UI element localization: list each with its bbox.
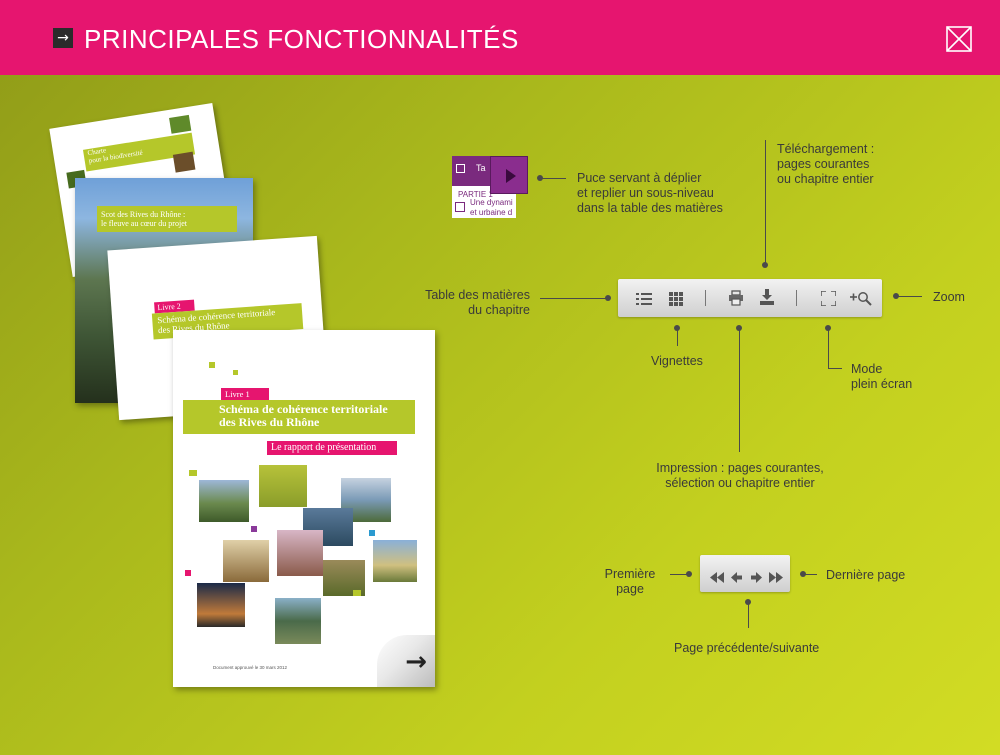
brochure-livre-1: Livre 1 Schéma de cohérence territoriale…: [173, 330, 435, 687]
previous-page-button[interactable]: [731, 568, 742, 583]
sample-line2: et urbaine d: [470, 208, 513, 217]
doc3-tag: Livre 2: [157, 301, 182, 313]
tree-bullet-sample: Ta PARTIE 1 Une dynami et urbaine d: [452, 156, 528, 218]
photo-coast: [373, 540, 417, 582]
first-page-icon: [710, 572, 724, 583]
label-precedente: Page précédente/suivante: [674, 641, 820, 655]
last-page-button[interactable]: [769, 568, 783, 583]
last-page-icon: [769, 572, 783, 583]
fullscreen-icon: [820, 290, 837, 307]
close-button[interactable]: [946, 26, 972, 52]
photo-town: [199, 480, 249, 522]
doc4-footer: Document approuvé le 30 mars 2012: [213, 665, 288, 670]
print-icon: [729, 290, 743, 306]
page-title: PRINCIPALES FONCTIONNALITÉS: [84, 24, 519, 54]
photo-orchard: [277, 530, 323, 576]
expand-bullet-icon[interactable]: [490, 156, 528, 194]
first-page-button[interactable]: [710, 568, 724, 583]
sample-line1: Une dynami: [470, 198, 513, 207]
next-page-button[interactable]: [751, 568, 762, 583]
photo-night: [197, 583, 245, 627]
close-icon: [946, 26, 972, 52]
zoom-button[interactable]: [850, 291, 872, 306]
page-curl: [377, 635, 435, 687]
photo-aerial: [275, 598, 321, 644]
sample-tab-label: Ta: [476, 163, 486, 173]
next-arrow-icon: →: [405, 647, 427, 677]
photo-people: [223, 540, 269, 582]
toc-list-icon-sample: [456, 164, 465, 173]
zoom-in-icon: [850, 292, 872, 306]
download-icon: [760, 289, 774, 305]
toc-list-icon: [636, 293, 652, 305]
label-zoom: Zoom: [933, 290, 965, 304]
previous-page-icon: [731, 572, 742, 583]
download-button[interactable]: [759, 289, 775, 306]
print-button[interactable]: [728, 290, 744, 306]
sample-partie-label: PARTIE 1: [458, 190, 493, 199]
toolbar-separator: [705, 290, 706, 306]
photo-field: [259, 465, 307, 507]
label-derniere: Dernière page: [826, 568, 906, 582]
next-page-icon: [751, 572, 762, 583]
label-vignettes: Vignettes: [651, 354, 703, 368]
toolbar-separator: [796, 290, 797, 306]
header-arrow-icon: →: [53, 28, 73, 48]
page-nav-toolbar: [700, 555, 790, 592]
doc4-subtitle: Le rapport de présentation: [271, 442, 377, 453]
main-toolbar: [618, 279, 882, 317]
header-bar: → PRINCIPALES FONCTIONNALITÉS: [0, 0, 1000, 75]
thumbnails-button[interactable]: [669, 291, 683, 306]
doc2-title: Scot des Rives du Rhône :le fleuve au cœ…: [101, 210, 187, 228]
thumbnails-grid-icon: [669, 292, 683, 306]
label-impression: Impression : pages courantes,sélection o…: [656, 461, 824, 490]
toc-button[interactable]: [636, 291, 652, 305]
fullscreen-button[interactable]: [820, 290, 837, 307]
doc4-tag: Livre 1: [225, 389, 250, 399]
